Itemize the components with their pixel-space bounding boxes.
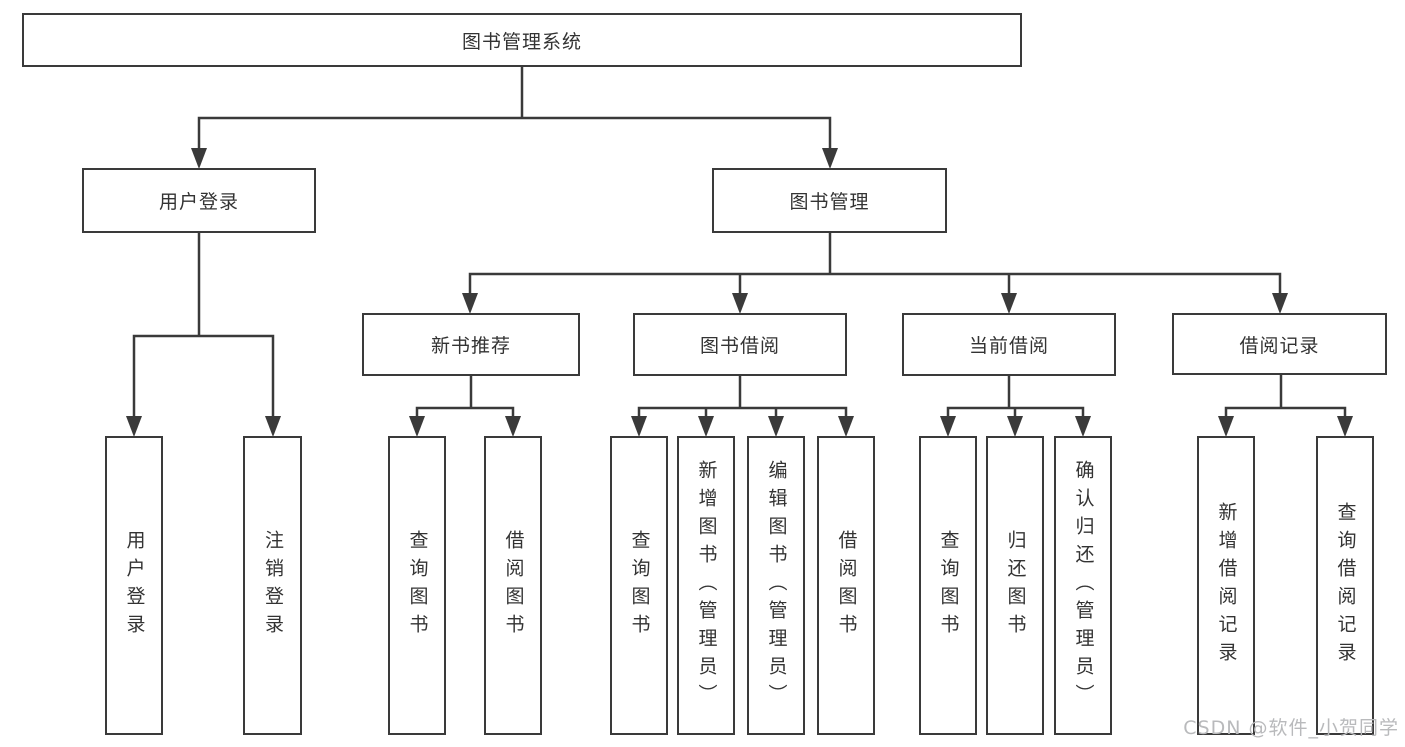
leaf-query-borrow-record: 查询借阅记录 [1316, 436, 1374, 735]
leaf-edit-book-admin: 编辑图书（管理员） [747, 436, 805, 735]
leaf-confirm-return-admin: 确认归还（管理员） [1054, 436, 1112, 735]
leaf-logout-label: 注销登录 [262, 529, 284, 642]
node-new-book-recommend-label: 新书推荐 [430, 335, 511, 357]
node-user-login-label: 用户登录 [158, 191, 239, 213]
node-current-borrow-label: 当前借阅 [968, 335, 1049, 357]
leaf-borrow-books-label: 借阅图书 [835, 529, 858, 642]
leaf-query-books-recommend-label: 查询图书 [406, 529, 429, 642]
leaf-borrow-books-recommend-label: 借阅图书 [502, 529, 525, 642]
connector-root-to-level2 [197, 66, 832, 150]
connector-user-login-to-leaves [132, 233, 275, 418]
node-library-management-system-label: 图书管理系统 [461, 30, 582, 53]
leaf-add-book-admin: 新增图书（管理员） [677, 436, 735, 735]
leaf-add-borrow-record-label: 新增借阅记录 [1215, 501, 1238, 670]
leaf-query-books-borrow-label: 查询图书 [628, 529, 651, 642]
leaf-return-book-label: 归还图书 [1004, 529, 1027, 642]
node-library-management-system: 图书管理系统 [22, 13, 1022, 67]
leaf-query-borrow-record-label: 查询借阅记录 [1334, 501, 1357, 670]
node-book-management-label: 图书管理 [789, 191, 870, 213]
leaf-borrow-books-recommend: 借阅图书 [484, 436, 542, 735]
leaf-query-books-current-label: 查询图书 [937, 529, 960, 642]
node-book-borrow-label: 图书借阅 [699, 335, 780, 357]
leaf-logout: 注销登录 [243, 436, 302, 735]
connector-borrow-records-to-leaves [1224, 375, 1347, 418]
connector-book-borrow-to-leaves [637, 376, 848, 418]
node-user-login: 用户登录 [82, 168, 316, 233]
connector-current-borrow-to-leaves [946, 376, 1085, 418]
leaf-borrow-books: 借阅图书 [817, 436, 875, 735]
csdn-watermark: CSDN @软件_小贺同学 [1183, 717, 1399, 739]
node-borrow-records: 借阅记录 [1172, 313, 1387, 375]
leaf-query-books-borrow: 查询图书 [610, 436, 668, 735]
node-book-management: 图书管理 [712, 168, 947, 233]
connector-new-book-recommend-to-leaves [415, 376, 515, 418]
leaf-return-book: 归还图书 [986, 436, 1044, 735]
node-new-book-recommend: 新书推荐 [362, 313, 580, 376]
leaf-add-borrow-record: 新增借阅记录 [1197, 436, 1255, 735]
node-book-borrow: 图书借阅 [633, 313, 847, 376]
connector-book-management-to-level3 [468, 233, 1282, 295]
leaf-edit-book-admin-label: 编辑图书（管理员） [765, 459, 788, 712]
leaf-user-login-label: 用户登录 [123, 529, 146, 642]
leaf-query-books-recommend: 查询图书 [388, 436, 446, 735]
leaf-confirm-return-admin-label: 确认归还（管理员） [1072, 459, 1095, 712]
leaf-add-book-admin-label: 新增图书（管理员） [695, 459, 718, 712]
leaf-user-login: 用户登录 [105, 436, 163, 735]
node-borrow-records-label: 借阅记录 [1239, 334, 1320, 357]
leaf-query-books-current: 查询图书 [919, 436, 977, 735]
node-current-borrow: 当前借阅 [902, 313, 1116, 376]
